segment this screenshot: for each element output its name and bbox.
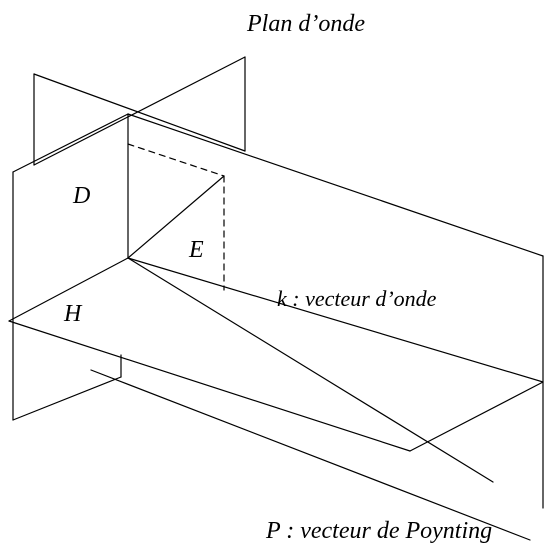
h-plane-lower-corner <box>12 376 122 421</box>
wave-plane-label: Plan d’onde <box>246 11 365 37</box>
h-plane-left-front-edge <box>8 257 129 322</box>
wave-plane <box>33 56 246 166</box>
poynting-vector-label: P : vecteur de Poynting <box>265 518 492 544</box>
e-construction <box>127 143 225 291</box>
e-dashed-top <box>127 143 225 177</box>
h-plane-left-back-edge <box>8 320 411 452</box>
d-plane <box>12 113 544 541</box>
h-field-label: H <box>63 301 83 327</box>
h-plane-k-line <box>127 257 544 383</box>
wave-plane-top-edge <box>33 73 246 152</box>
e-field-label: E <box>188 237 204 263</box>
wave-plane-back-top-edge <box>33 56 246 166</box>
d-field-label: D <box>72 183 90 209</box>
h-plane <box>8 257 544 452</box>
poynting-vector-line <box>127 257 494 483</box>
e-field-vector <box>127 175 225 259</box>
h-plane-right-edge <box>409 381 544 452</box>
d-plane-top-long-edge <box>127 113 544 257</box>
d-plane-top-edge <box>12 113 129 173</box>
k-vector-label: k : vecteur d’onde <box>277 286 437 311</box>
d-plane-bottom-edge <box>90 369 531 541</box>
